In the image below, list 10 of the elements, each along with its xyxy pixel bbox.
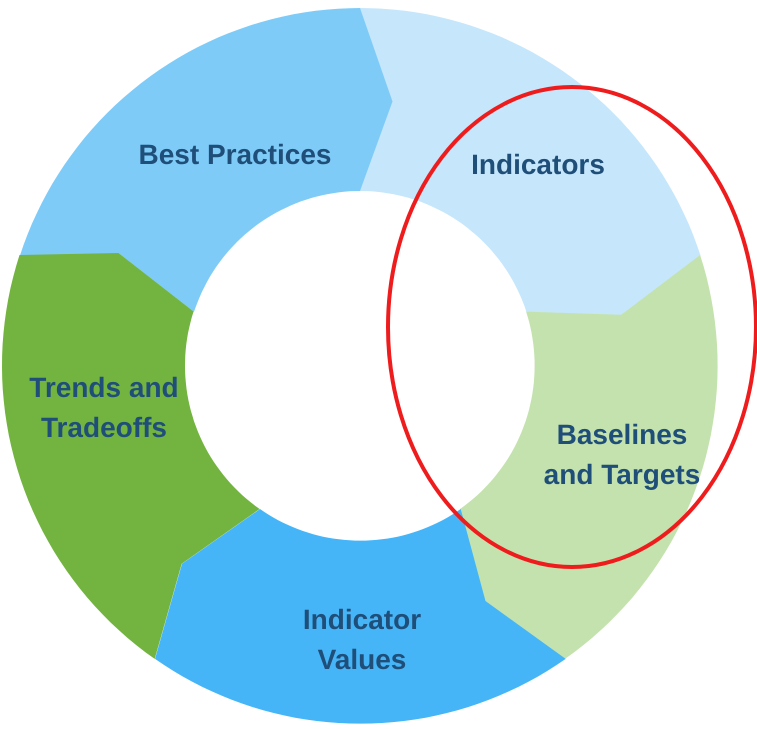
ring-segment (460, 255, 718, 660)
segment-label: Indicator Values (302, 602, 422, 677)
segment-label: Baselines and Targets (542, 418, 702, 492)
segment-label: Trends and Tradeoffs (28, 370, 180, 445)
segment-label: Indicators (470, 148, 606, 182)
ring-segment (154, 509, 566, 724)
ring-segment (20, 8, 392, 312)
segment-label: Best Practices (137, 138, 332, 172)
ring-segment (360, 8, 700, 316)
ring-segment (2, 253, 260, 660)
